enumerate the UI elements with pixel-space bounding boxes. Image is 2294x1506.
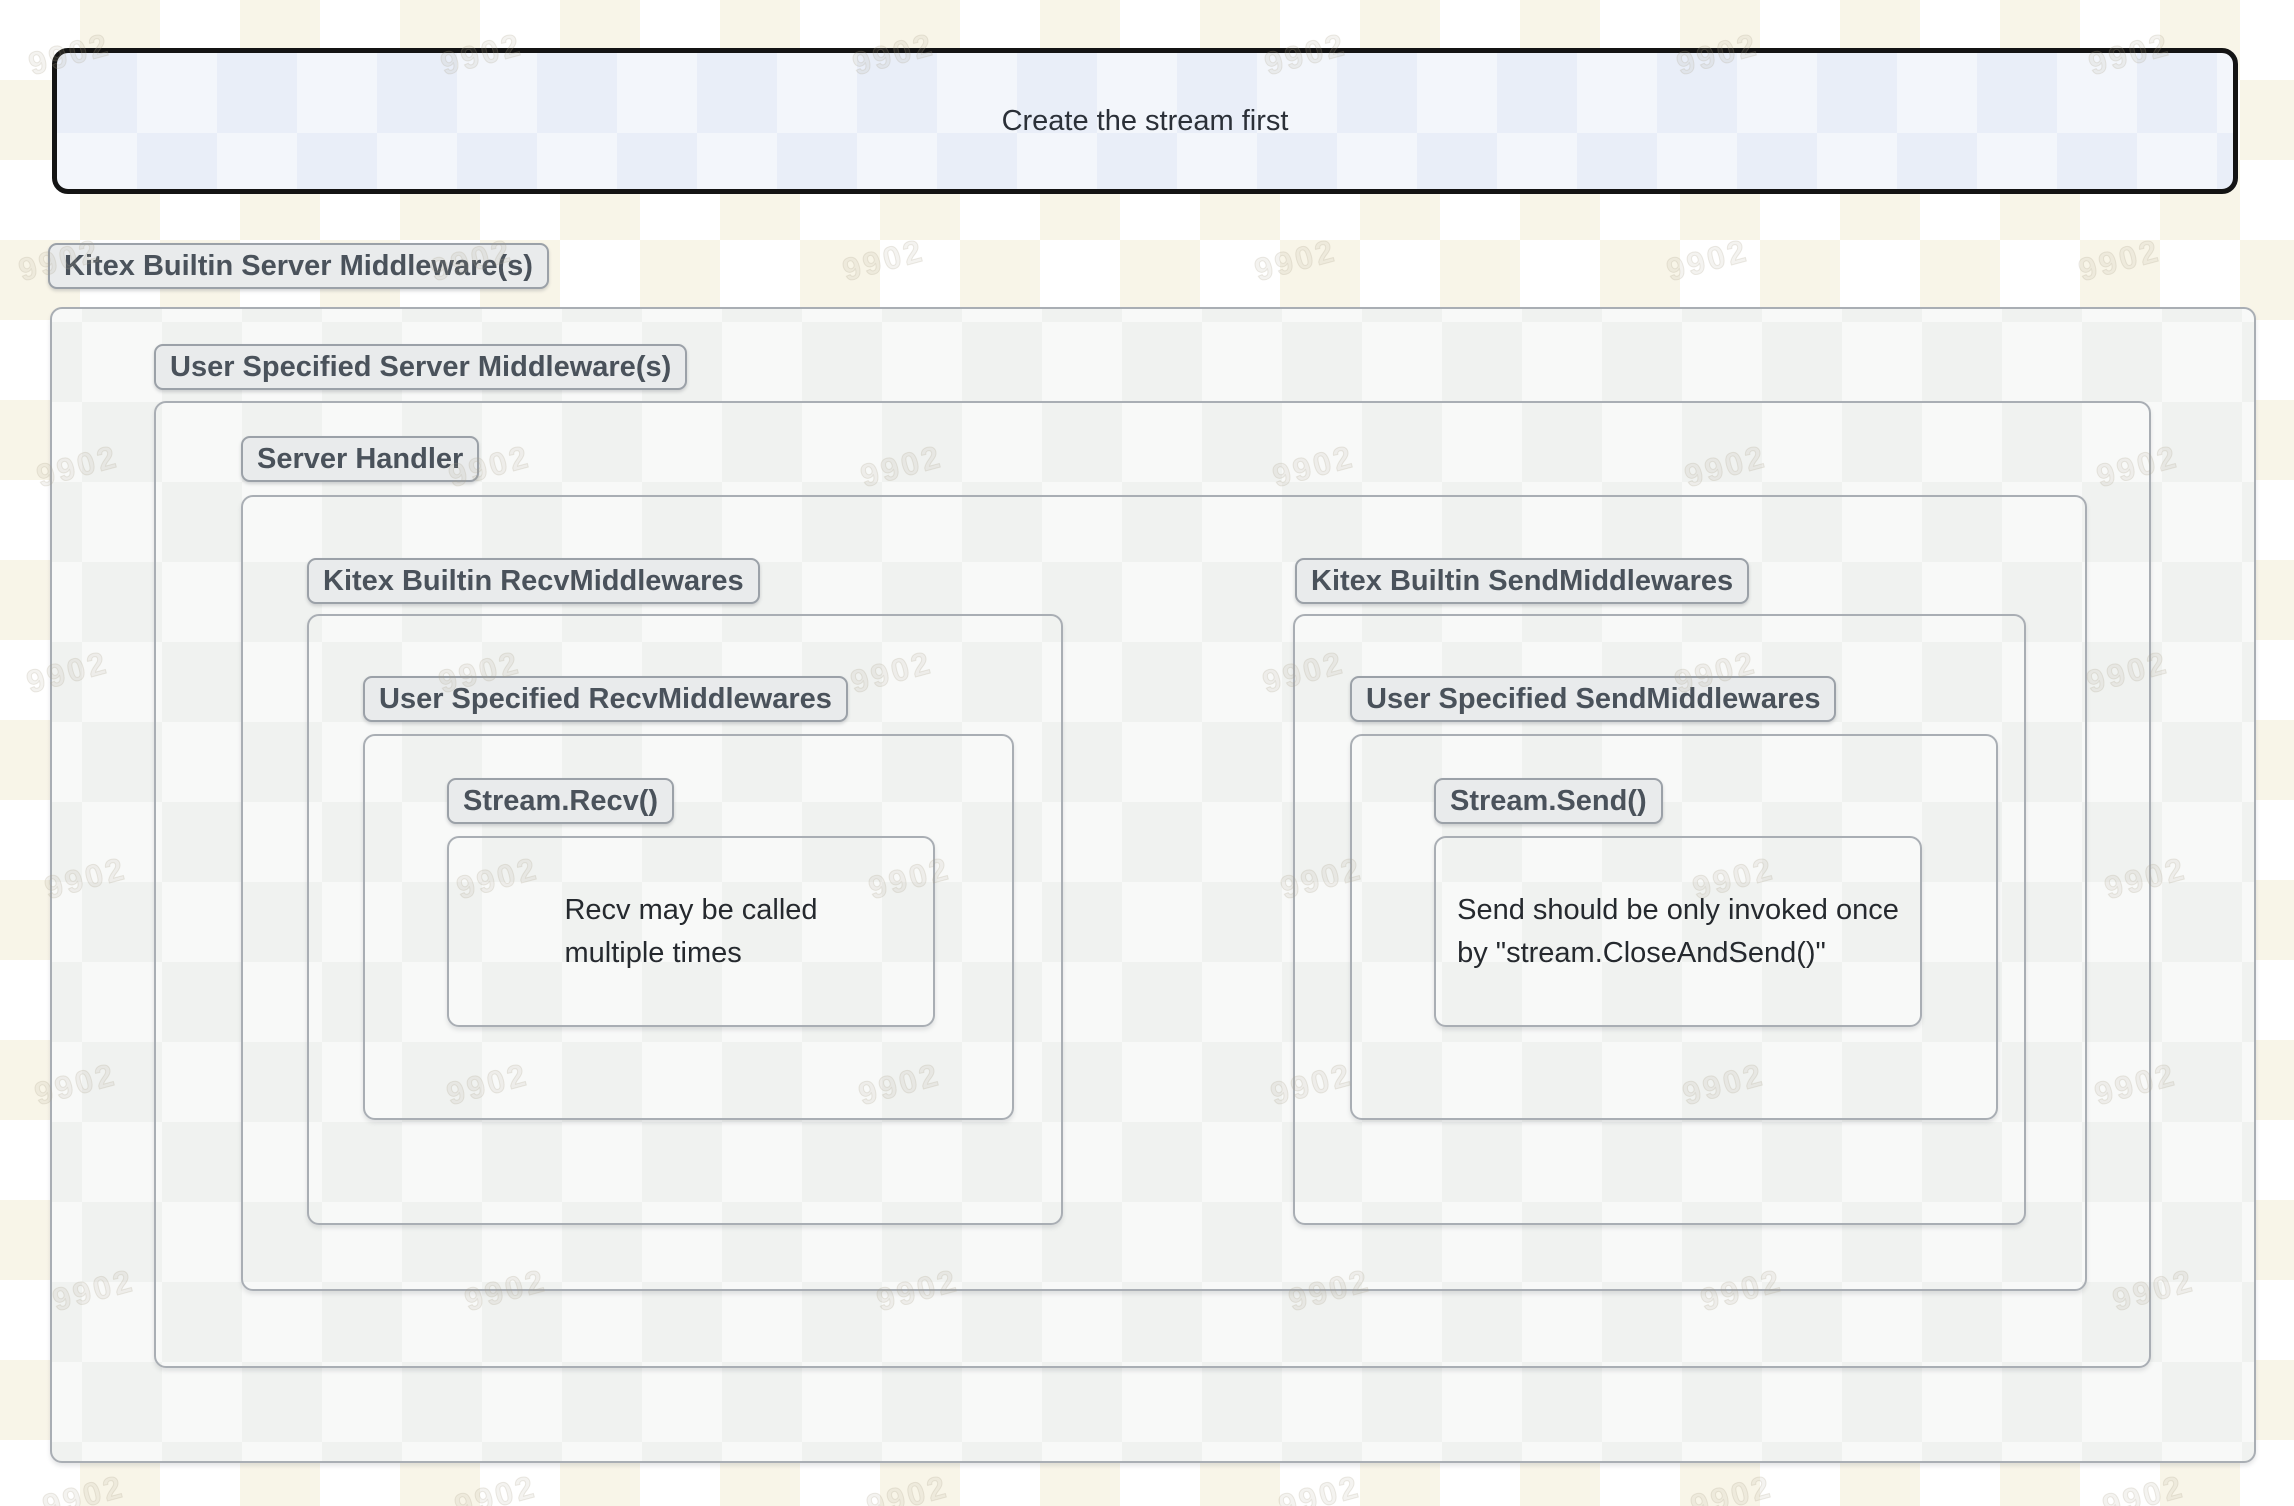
box-user-specified-recv-middlewares: Stream.Recv() Recv may be called multipl… <box>363 734 1014 1120</box>
watermark-text: 9902 <box>2074 231 2165 289</box>
box-user-specified-send-middlewares: Stream.Send() Send should be only invoke… <box>1350 734 1998 1120</box>
box-server-handler: Kitex Builtin RecvMiddlewares User Speci… <box>241 495 2087 1291</box>
label-kitex-builtin-server-middlewares: Kitex Builtin Server Middleware(s) <box>48 243 549 289</box>
label-kitex-builtin-recv-middlewares: Kitex Builtin RecvMiddlewares <box>307 558 760 604</box>
box-stream-send: Send should be only invoked once by "str… <box>1434 836 1922 1027</box>
note-send: Send should be only invoked once by "str… <box>1457 889 1899 975</box>
watermark-text: 9902 <box>2098 1467 2189 1506</box>
watermark-text: 9902 <box>38 1467 129 1506</box>
box-kitex-builtin-recv-middlewares: User Specified RecvMiddlewares Stream.Re… <box>307 614 1063 1225</box>
note-recv-line1: Recv may be called <box>564 893 818 926</box>
label-stream-recv: Stream.Recv() <box>447 778 675 824</box>
watermark-text: 9902 <box>838 231 929 289</box>
box-user-specified-server-middlewares: Server Handler Kitex Builtin RecvMiddlew… <box>154 401 2151 1368</box>
watermark-text: 9902 <box>1250 231 1341 289</box>
watermark-text: 9902 <box>1274 1467 1365 1506</box>
note-send-line2: by "stream.CloseAndSend()" <box>1457 936 1826 969</box>
label-kitex-builtin-send-middlewares: Kitex Builtin SendMiddlewares <box>1295 558 1750 604</box>
note-send-line1: Send should be only invoked once <box>1457 893 1899 926</box>
watermark-text: 9902 <box>1686 1467 1777 1506</box>
watermark-text: 9902 <box>1662 231 1753 289</box>
banner-text: Create the stream first <box>1001 104 1289 137</box>
watermark-text: 9902 <box>450 1467 541 1506</box>
label-user-specified-send-middlewares: User Specified SendMiddlewares <box>1350 676 1837 722</box>
note-recv: Recv may be called multiple times <box>564 889 817 975</box>
box-kitex-builtin-send-middlewares: User Specified SendMiddlewares Stream.Se… <box>1293 614 2026 1225</box>
note-recv-line2: multiple times <box>564 936 742 969</box>
create-stream-banner: Create the stream first <box>52 48 2238 194</box>
watermark-text: 9902 <box>862 1467 953 1506</box>
label-stream-send: Stream.Send() <box>1434 778 1663 824</box>
label-user-specified-recv-middlewares: User Specified RecvMiddlewares <box>363 676 848 722</box>
label-server-handler: Server Handler <box>241 436 480 482</box>
box-kitex-builtin-server-middlewares: User Specified Server Middleware(s) Serv… <box>50 307 2256 1463</box>
box-stream-recv: Recv may be called multiple times <box>447 836 935 1027</box>
label-user-specified-server-middlewares: User Specified Server Middleware(s) <box>154 344 688 390</box>
